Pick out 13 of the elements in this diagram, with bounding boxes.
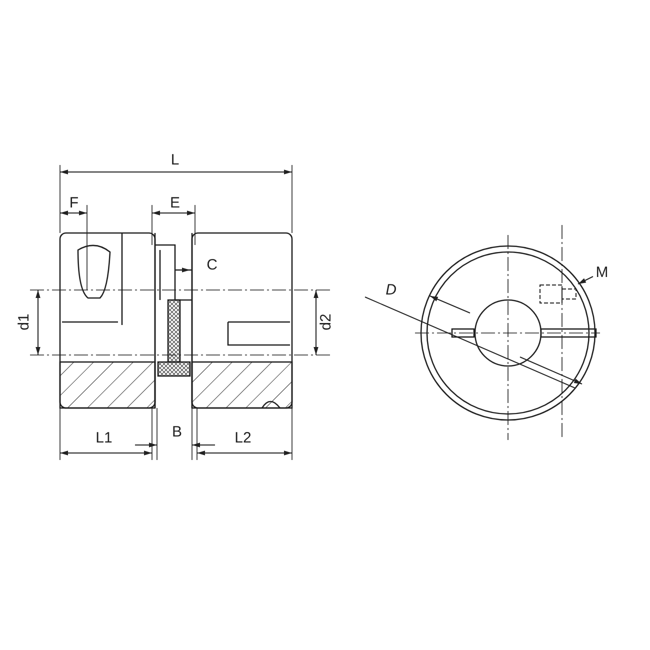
dimension-label: D [386,282,396,298]
dimension-label: L [170,152,180,168]
set-screw-hidden-drawing [540,284,576,304]
dimension-label: L2 [234,430,252,446]
leader-line [578,276,594,284]
dimension-label: d1 [16,314,32,330]
dimension-label: B [172,424,182,440]
part-label: M [593,262,611,282]
dimension-label: C [206,258,218,272]
dimension-label: F [69,196,79,210]
dimension-label: d2 [318,314,334,330]
dimension-label: E [170,196,180,210]
dimension-label: L1 [96,430,112,446]
